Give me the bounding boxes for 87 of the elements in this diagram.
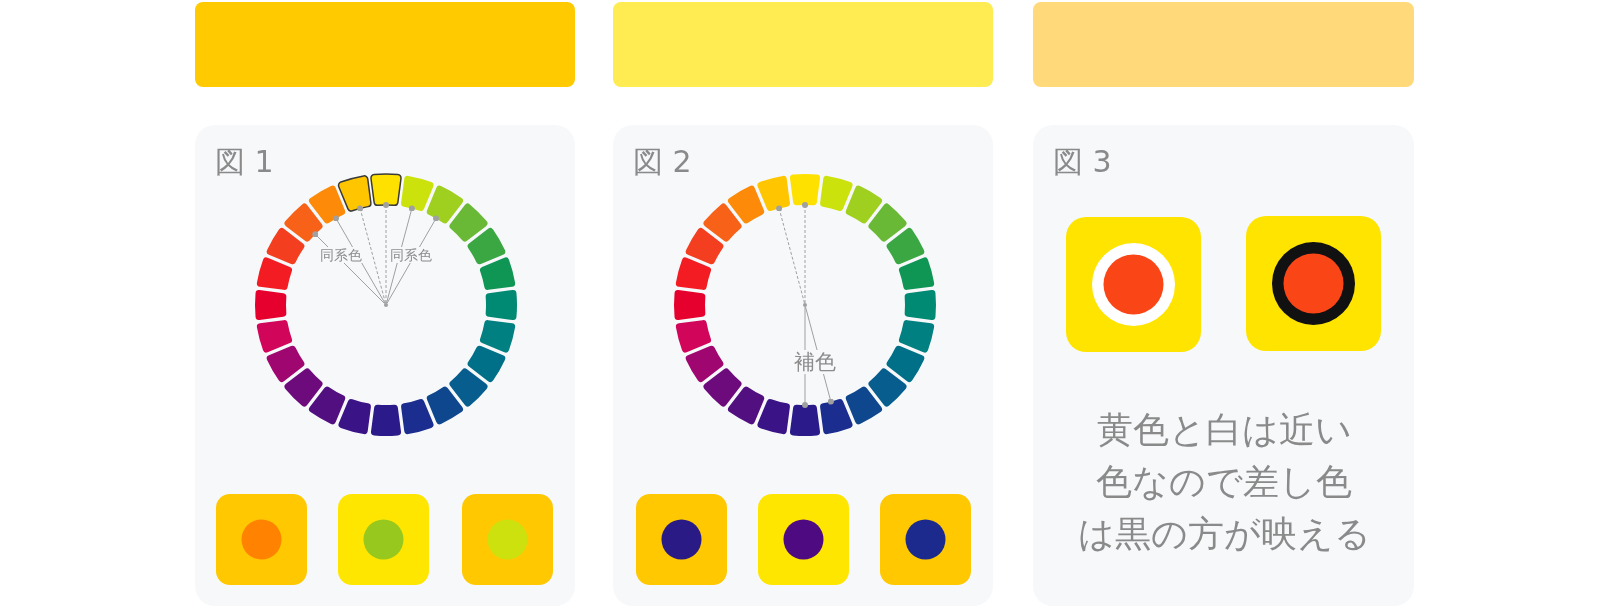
wheel-segment <box>728 185 765 224</box>
wheel-segment <box>309 185 346 224</box>
figure-title: 図 3 <box>1053 145 1112 178</box>
leader-line <box>312 231 329 248</box>
leader-line <box>802 373 808 408</box>
dot-tile-icon <box>216 494 307 585</box>
dot-tile-icon <box>758 494 849 585</box>
wheel-segment <box>703 203 742 242</box>
wheel-segment <box>309 386 346 425</box>
figure-title: 図 1 <box>215 145 274 178</box>
header-bar <box>1033 2 1414 87</box>
wheel-segment <box>480 320 516 353</box>
wheel-segment <box>757 175 790 211</box>
annotation-label: 同系色 <box>318 247 364 264</box>
wheel-segment <box>256 320 292 353</box>
wheel-segment <box>685 228 724 265</box>
leader-line <box>776 205 805 304</box>
wheel-segment <box>886 228 925 265</box>
figure-title: 図 2 <box>633 145 692 178</box>
wheel-segment <box>284 203 323 242</box>
wheel-segment <box>401 399 434 435</box>
wheel-segment <box>675 320 711 353</box>
leader-line <box>802 202 808 304</box>
leader-line <box>383 202 389 304</box>
wheel-segment <box>284 368 323 407</box>
annotation-label: 補色 <box>792 350 838 375</box>
wheel-segment <box>337 175 372 212</box>
dot-tile-icon <box>636 494 727 585</box>
leader-line <box>804 306 806 351</box>
wheel-segment <box>790 404 820 436</box>
annotation-label: 同系色 <box>388 247 434 264</box>
center-point <box>803 303 807 307</box>
figure-panel <box>195 125 575 606</box>
leader-line <box>386 262 411 304</box>
wheel-segment <box>485 290 517 320</box>
wheel-segment <box>401 175 434 211</box>
wheel-segment <box>449 203 488 242</box>
wheel-segment <box>675 257 711 290</box>
wheel-segment <box>449 368 488 407</box>
header-bar <box>613 2 993 87</box>
wheel-segment <box>266 345 305 382</box>
figure-panel <box>1033 125 1414 606</box>
wheel-segment <box>371 404 401 436</box>
wheel-segment <box>256 257 292 290</box>
wheel-segment <box>904 290 936 320</box>
center-point <box>384 303 388 307</box>
wheel-segment <box>370 173 402 207</box>
wheel-segment <box>868 368 907 407</box>
dot-tile-icon <box>880 494 971 585</box>
dot-tile-icon <box>462 494 553 585</box>
wheel-segment <box>886 345 925 382</box>
leader-line <box>333 215 353 248</box>
wheel-segment <box>426 386 463 425</box>
leader-line <box>357 205 386 304</box>
leader-line <box>343 262 386 305</box>
wheel-segment <box>674 290 706 320</box>
wheel-segment <box>757 399 790 435</box>
leader-line <box>419 215 439 248</box>
wheel-segment <box>899 257 935 290</box>
wheel-segment <box>426 185 463 224</box>
wheel-segment <box>845 185 882 224</box>
leader-line <box>823 373 834 405</box>
wheel-segment <box>899 320 935 353</box>
wheel-segment <box>266 228 305 265</box>
wheel-segment <box>868 203 907 242</box>
wheel-segment <box>255 290 287 320</box>
leader-line <box>361 262 386 304</box>
wheel-segment <box>790 174 820 206</box>
wheel-segment <box>338 399 371 435</box>
wheel-segment <box>728 386 765 425</box>
wheel-segment <box>480 257 516 290</box>
header-bar <box>195 2 575 87</box>
ringed-dot-tile-icon <box>1066 217 1201 352</box>
leader-line <box>386 262 398 304</box>
wheel-segment <box>685 345 724 382</box>
wheel-segment <box>845 386 882 425</box>
ringed-dot-tile-icon <box>1246 216 1381 351</box>
leader-line <box>401 205 415 248</box>
leader-line <box>805 306 818 351</box>
wheel-segment <box>820 175 853 211</box>
wheel-segment <box>703 368 742 407</box>
wheel-segment <box>467 228 506 265</box>
wheel-segment <box>467 345 506 382</box>
figure-panel <box>613 125 993 606</box>
wheel-segment <box>820 399 853 435</box>
note-text: 黄色と白は近い色なので差し色は黒の方が映える <box>1076 408 1372 556</box>
dot-tile-icon <box>338 494 429 585</box>
